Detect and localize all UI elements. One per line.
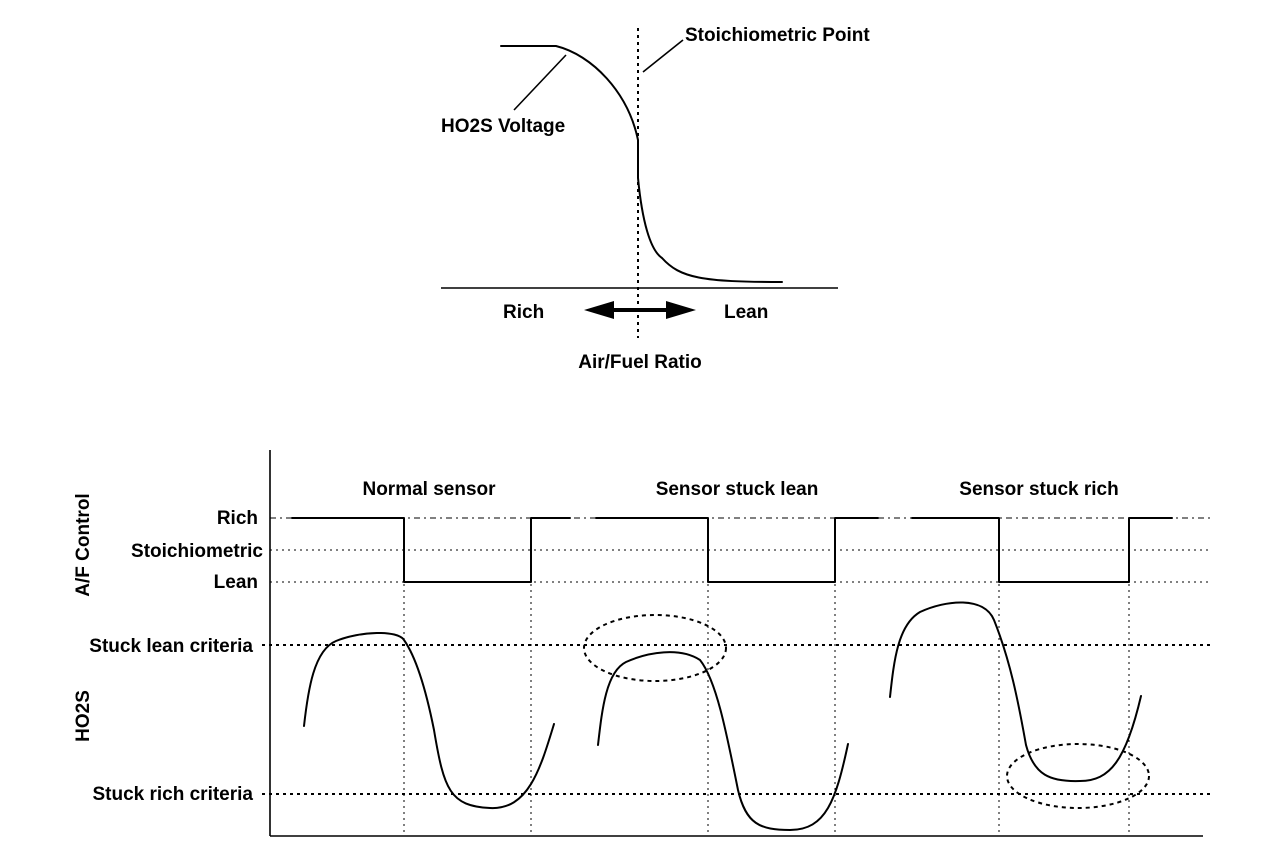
level-lean-label: Lean — [214, 572, 258, 593]
stuck-lean-criteria-label: Stuck lean criteria — [89, 636, 253, 657]
level-rich-label: Rich — [217, 508, 258, 529]
panel-title-normal: Normal sensor — [362, 479, 496, 500]
ho2s-curve-stuck-lean — [597, 651, 849, 831]
double-arrow-icon — [584, 301, 696, 319]
air-fuel-ratio-label: Air/Fuel Ratio — [578, 352, 702, 373]
ho2s-curve-normal — [303, 632, 555, 810]
af-control-wave-stuck-rich — [911, 517, 1173, 583]
af-control-wave-normal — [291, 517, 571, 583]
stoich-leader-line — [642, 39, 684, 73]
ho2s-voltage-label: HO2S Voltage — [441, 116, 565, 137]
ho2s-voltage-curve — [500, 45, 783, 283]
stuck-lean-highlight — [583, 614, 727, 682]
voltage-leader-line — [513, 54, 567, 111]
lean-label: Lean — [724, 302, 768, 323]
panel-title-stuck-lean: Sensor stuck lean — [656, 479, 819, 500]
af-control-axis-label: A/F Control — [73, 493, 94, 596]
stuck-rich-highlight — [1006, 743, 1150, 809]
rich-label: Rich — [503, 302, 544, 323]
ho2s-curve-stuck-rich — [889, 601, 1142, 783]
voltage-curve-diagram: Stoichiometric Point HO2S Voltage Rich L… — [441, 25, 870, 373]
panel-title-stuck-rich: Sensor stuck rich — [959, 479, 1118, 500]
ho2s-axis-label: HO2S — [73, 690, 94, 742]
sensor-response-diagram: Normal sensor Sensor stuck lean Sensor s… — [73, 450, 1210, 837]
level-stoich-label: Stoichiometric — [131, 541, 263, 562]
stuck-rich-criteria-label: Stuck rich criteria — [92, 784, 253, 805]
stoich-point-label: Stoichiometric Point — [685, 25, 870, 46]
af-control-wave-stuck-lean — [595, 517, 879, 583]
